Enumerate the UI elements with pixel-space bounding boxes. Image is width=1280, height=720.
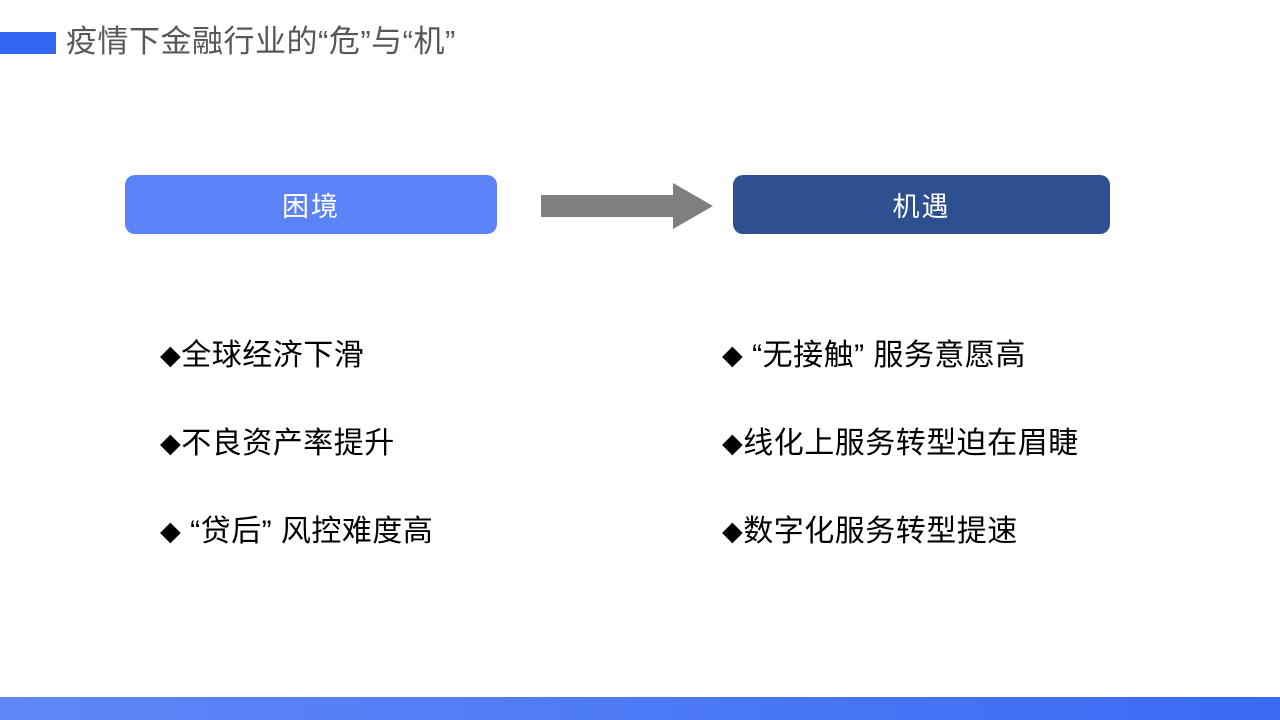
diamond-bullet-icon: ◆ — [160, 516, 182, 546]
list-item-text: “贷后” 风控难度高 — [181, 515, 434, 548]
header-box-difficulty-label: 困境 — [282, 192, 340, 222]
list-item: ◆不良资产率提升 — [160, 424, 680, 512]
title-accent-bar — [0, 32, 56, 54]
bottom-accent-band — [0, 697, 1280, 720]
header-box-opportunity-label: 机遇 — [892, 192, 951, 222]
list-item-text: 线化上服务转型迫在眉睫 — [743, 427, 1079, 460]
header-box-opportunity: 机遇 — [733, 175, 1110, 234]
list-item-text: 数字化服务转型提速 — [743, 515, 1018, 548]
diamond-bullet-icon: ◆ — [722, 516, 744, 546]
page-title: 疫情下金融行业的“危”与“机” — [66, 24, 456, 59]
diamond-bullet-icon: ◆ — [160, 428, 182, 458]
list-item: ◆全球经济下滑 — [160, 336, 680, 424]
list-item: ◆线化上服务转型迫在眉睫 — [722, 424, 1262, 512]
list-item-text: 全球经济下滑 — [181, 339, 365, 372]
list-item-text: 不良资产率提升 — [181, 427, 395, 460]
list-item: ◆ “贷后” 风控难度高 — [160, 512, 680, 600]
header-box-difficulty: 困境 — [125, 175, 497, 234]
list-item: ◆数字化服务转型提速 — [722, 512, 1262, 600]
list-item-text: “无接触” 服务意愿高 — [743, 339, 1026, 372]
bullet-column-opportunity: ◆ “无接触” 服务意愿高 ◆线化上服务转型迫在眉睫 ◆数字化服务转型提速 — [722, 336, 1262, 600]
list-item: ◆ “无接触” 服务意愿高 — [722, 336, 1262, 424]
diamond-bullet-icon: ◆ — [722, 428, 744, 458]
right-arrow-icon — [541, 183, 713, 229]
diamond-bullet-icon: ◆ — [722, 340, 744, 370]
bullet-column-difficulty: ◆全球经济下滑 ◆不良资产率提升 ◆ “贷后” 风控难度高 — [160, 336, 680, 600]
diamond-bullet-icon: ◆ — [160, 340, 182, 370]
